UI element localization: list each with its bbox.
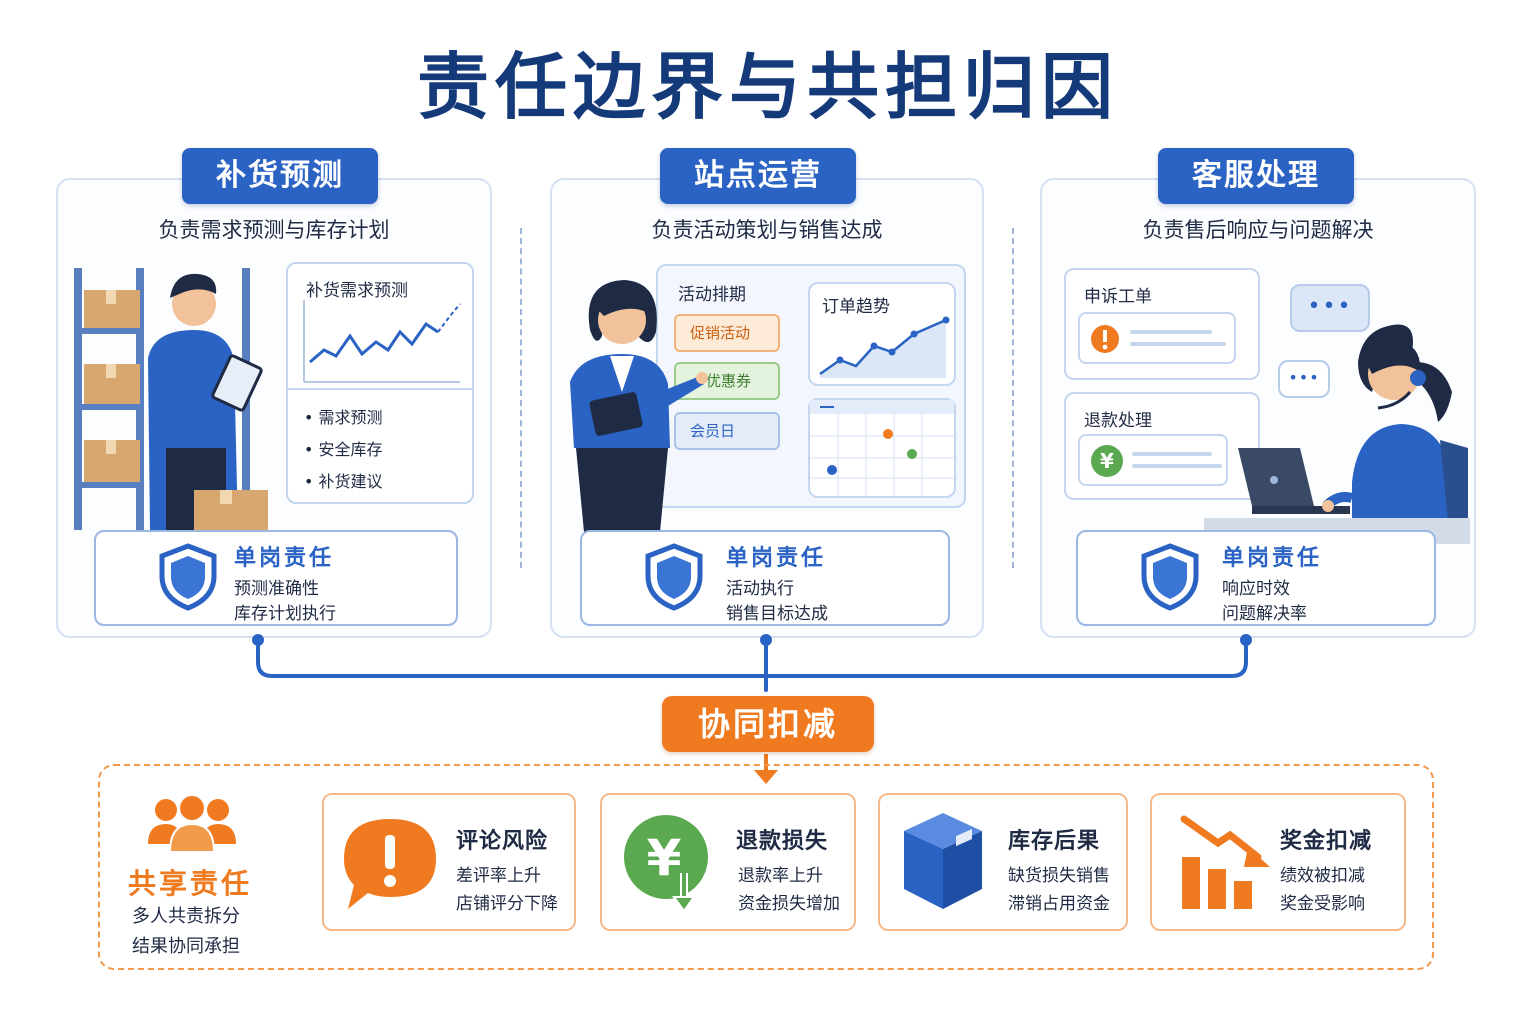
panel-customer-service: 客服处理 负责售后响应与问题解决 申诉工单 退款处理 ¥ ••• ••• bbox=[1040, 148, 1476, 638]
resp-title: 单岗责任 bbox=[1222, 546, 1323, 571]
outcome-line-1: 缺货损失销售 bbox=[1008, 866, 1110, 886]
panel-subtitle: 负责售后响应与问题解决 bbox=[1142, 218, 1374, 242]
outcome-line-2: 店铺评分下降 bbox=[456, 894, 558, 914]
divider-1 bbox=[520, 228, 522, 568]
resp-line-2: 问题解决率 bbox=[1222, 604, 1307, 624]
resp-title: 单岗责任 bbox=[726, 546, 827, 571]
shared-outcomes-box bbox=[98, 764, 1434, 970]
panel-subtitle: 负责活动策划与销售达成 bbox=[651, 218, 883, 242]
shared-title: 共享责任 bbox=[128, 867, 253, 900]
ticket-title: 申诉工单 bbox=[1084, 287, 1152, 307]
chat-bubble-large: ••• bbox=[1290, 284, 1370, 332]
panel-operations: 站点运营 负责活动策划与销售达成 活动排期 促销活动 优惠券 会员日 订单趋势 bbox=[550, 148, 984, 638]
shield-icon bbox=[645, 543, 703, 611]
bar-decline-icon bbox=[1180, 815, 1270, 909]
yuan-icon: ¥ bbox=[1091, 445, 1123, 477]
shield-icon bbox=[159, 543, 217, 611]
outcome-title: 退款损失 bbox=[736, 829, 829, 854]
order-trend-title: 订单趋势 bbox=[822, 297, 890, 317]
operations-staff-illustration bbox=[570, 280, 708, 532]
merge-badge: 协同扣减 bbox=[662, 696, 874, 752]
support-agent-illustration bbox=[1204, 324, 1470, 544]
panel-badge-operations: 站点运营 bbox=[660, 148, 856, 204]
outcome-title: 评论风险 bbox=[456, 829, 549, 854]
outcome-refund-loss: ¥ 退款损失 退款率上升 资金损失增加 bbox=[600, 793, 856, 931]
panel-badge-customer-service: 客服处理 bbox=[1158, 148, 1354, 204]
svg-text:¥: ¥ bbox=[647, 829, 682, 887]
shared-line-2: 结果协同承担 bbox=[132, 936, 240, 957]
resp-line-2: 销售目标达成 bbox=[726, 604, 828, 624]
outcome-line-1: 退款率上升 bbox=[738, 866, 823, 886]
ticket-title: 退款处理 bbox=[1084, 411, 1152, 431]
outcome-line-1: 差评率上升 bbox=[456, 866, 541, 886]
outcome-title: 奖金扣减 bbox=[1280, 829, 1373, 854]
divider-2 bbox=[1012, 228, 1014, 568]
shared-line-1: 多人共责拆分 bbox=[132, 906, 240, 927]
box-icon bbox=[904, 813, 982, 909]
outcome-title: 库存后果 bbox=[1008, 829, 1101, 854]
tag-promotion: 促销活动 bbox=[674, 314, 780, 352]
forecast-bullet-2: • 安全库存 bbox=[304, 440, 383, 459]
single-responsibility-box: 单岗责任 活动执行 销售目标达成 bbox=[580, 530, 950, 626]
ticket-row bbox=[1078, 312, 1236, 364]
exclamation-icon bbox=[1091, 325, 1119, 353]
tag-member-day: 会员日 bbox=[674, 412, 780, 450]
ticket-line bbox=[1132, 452, 1212, 456]
single-responsibility-box: 单岗责任 预测准确性 库存计划执行 bbox=[94, 530, 458, 626]
page-title: 责任边界与共担归因 bbox=[416, 45, 1119, 129]
chat-bubble-small: ••• bbox=[1278, 360, 1330, 398]
order-trend-chart bbox=[819, 316, 950, 378]
speech-alert-icon bbox=[344, 819, 436, 909]
single-responsibility-box: 单岗责任 响应时效 问题解决率 bbox=[1076, 530, 1436, 626]
outcome-line-2: 奖金受影响 bbox=[1280, 894, 1365, 914]
warehouse-worker-illustration bbox=[74, 268, 268, 530]
ticket-line bbox=[1130, 330, 1212, 334]
forecast-card-title: 补货需求预测 bbox=[306, 281, 408, 301]
shield-icon bbox=[1141, 543, 1199, 611]
ticket-card-complaint: 申诉工单 bbox=[1064, 268, 1260, 380]
team-icon bbox=[148, 796, 236, 853]
ticket-line bbox=[1130, 342, 1226, 346]
resp-line-2: 库存计划执行 bbox=[234, 604, 336, 624]
resp-line-1: 响应时效 bbox=[1222, 579, 1290, 599]
ticket-row: ¥ bbox=[1078, 434, 1228, 486]
ticket-line bbox=[1132, 464, 1222, 468]
svg-text:¥: ¥ bbox=[1100, 449, 1114, 473]
resp-line-1: 预测准确性 bbox=[234, 579, 319, 599]
outcome-review-risk: 评论风险 差评率上升 店铺评分下降 bbox=[322, 793, 576, 931]
panel-replenishment: 补货预测 负责需求预测与库存计划 补货需求预测 • 需求预测 • 安全库存 bbox=[56, 148, 492, 638]
schedule-title: 活动排期 bbox=[678, 285, 746, 305]
order-trend-card: 订单趋势 bbox=[808, 282, 956, 386]
outcome-line-2: 滞销占用资金 bbox=[1008, 894, 1110, 914]
forecast-bullet-1: • 需求预测 bbox=[304, 408, 383, 427]
yuan-down-icon: ¥ bbox=[624, 815, 708, 913]
forecast-divider bbox=[288, 388, 472, 390]
calendar-grid-icon bbox=[810, 400, 954, 496]
forecast-line-chart bbox=[303, 300, 461, 383]
outcome-line-1: 绩效被扣减 bbox=[1280, 866, 1365, 886]
resp-title: 单岗责任 bbox=[234, 546, 335, 571]
calendar-grid-card bbox=[808, 398, 956, 498]
panel-subtitle: 负责需求预测与库存计划 bbox=[158, 218, 390, 242]
ticket-card-refund: 退款处理 ¥ bbox=[1064, 392, 1260, 500]
outcome-inventory: 库存后果 缺货损失销售 滞销占用资金 bbox=[878, 793, 1128, 931]
panel-badge-replenishment: 补货预测 bbox=[182, 148, 378, 204]
forecast-card: 补货需求预测 • 需求预测 • 安全库存 • 补货建议 bbox=[286, 262, 474, 504]
operations-board: 活动排期 促销活动 优惠券 会员日 订单趋势 bbox=[656, 264, 966, 508]
outcome-line-2: 资金损失增加 bbox=[738, 894, 840, 914]
resp-line-1: 活动执行 bbox=[726, 579, 794, 599]
outcome-bonus-deduction: 奖金扣减 绩效被扣减 奖金受影响 bbox=[1150, 793, 1406, 931]
forecast-bullet-3: • 补货建议 bbox=[304, 472, 383, 491]
